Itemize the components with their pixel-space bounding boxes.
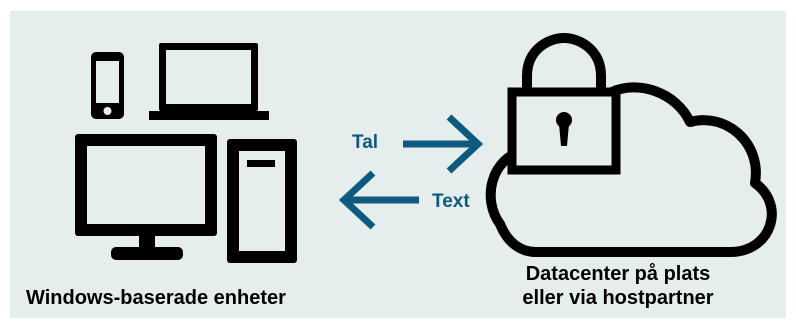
datacenter-caption-line2: eller via hostpartner [522, 287, 714, 309]
flow-label-text: Text [432, 191, 470, 212]
laptop-icon [149, 43, 269, 120]
arrow-right-icon [403, 114, 484, 174]
datacenter-caption-line1: Datacenter på plats [525, 263, 711, 285]
padlock-icon [507, 32, 621, 175]
smartphone-icon [91, 52, 124, 119]
tower-pc-icon [227, 139, 297, 263]
monitor-icon [75, 134, 217, 260]
devices-caption: Windows-baserade enheter [26, 287, 286, 309]
flow-label-tal: Tal [352, 132, 379, 153]
arrow-left-icon [338, 170, 419, 230]
datacenter-caption: Datacenter på plats eller via hostpartne… [500, 262, 736, 310]
